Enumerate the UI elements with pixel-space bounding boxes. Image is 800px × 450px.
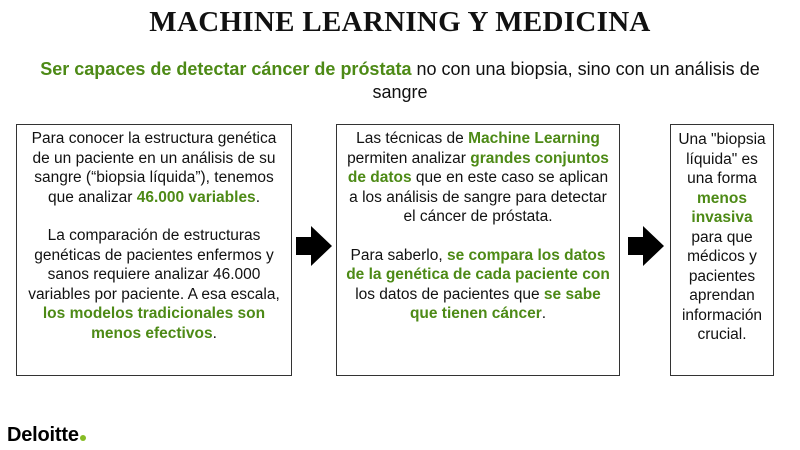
- box1-p2-text: La comparación de estructuras genéticas …: [28, 227, 280, 303]
- box2-p2-h2: se sabe que tienen cáncer: [409, 285, 601, 323]
- subtitle: Ser capaces de detectar cáncer de prósta…: [40, 58, 760, 104]
- box1-p1-highlight: 46.000 variables: [136, 188, 256, 206]
- info-box-machine-learning: Las técnicas de Machine Learning permite…: [336, 124, 620, 376]
- subtitle-highlight: Ser capaces de detectar cáncer de prósta…: [40, 59, 412, 79]
- box2-p2-t2: los datos de pacientes que: [355, 285, 544, 303]
- box2-p1-t3: que en este caso se aplican a los anális…: [349, 169, 609, 225]
- page-title: MACHINE LEARNING Y MEDICINA: [149, 6, 651, 38]
- box2-p1-h2: grandes conjuntos de datos: [347, 149, 609, 187]
- box3-h1: menos invasiva: [691, 189, 753, 227]
- box1-p1-text: Para conocer la estructura genética de u…: [31, 130, 277, 206]
- info-box-liquid-biopsy: Una "biopsia líquida" es una forma menos…: [670, 124, 774, 376]
- box1-paragraph-1: Para conocer la estructura genética de u…: [22, 129, 286, 207]
- right-arrow-icon: [628, 226, 664, 266]
- box2-paragraph-1: Las técnicas de Machine Learning permite…: [343, 129, 613, 227]
- right-arrow-icon: [296, 226, 332, 266]
- deloitte-logo: Deloitte: [7, 424, 86, 447]
- box2-p1-t1: Las técnicas de: [356, 130, 469, 147]
- box2-p2-t1: Para saberlo,: [350, 246, 447, 264]
- box1-p2-highlight: los modelos tradicionales son menos efec…: [42, 305, 266, 342]
- box3-t1: Una "biopsia líquida" es una forma: [678, 131, 766, 187]
- box2-p2-t3: .: [541, 305, 547, 322]
- logo-dot-icon: [79, 435, 86, 441]
- info-box-genetics: Para conocer la estructura genética de u…: [16, 124, 292, 376]
- box1-p2-end: .: [212, 324, 217, 342]
- box2-paragraph-2: Para saberlo, se compara los datos de la…: [343, 246, 613, 324]
- logo-text: Deloitte: [7, 424, 79, 446]
- box3-paragraph: Una "biopsia líquida" es una forma menos…: [675, 130, 769, 345]
- box3-t2: para que médicos y pacientes aprendan in…: [681, 228, 763, 344]
- box1-p1-end: .: [255, 188, 260, 206]
- box2-p1-h1: Machine Learning: [468, 130, 600, 147]
- box1-paragraph-2: La comparación de estructuras genéticas …: [22, 226, 286, 343]
- box2-p2-h1: se compara los datos de la genética de c…: [346, 246, 610, 284]
- box2-p1-t2: permiten analizar: [347, 149, 471, 167]
- subtitle-rest: no con una biopsia, sino con un análisis…: [372, 59, 760, 102]
